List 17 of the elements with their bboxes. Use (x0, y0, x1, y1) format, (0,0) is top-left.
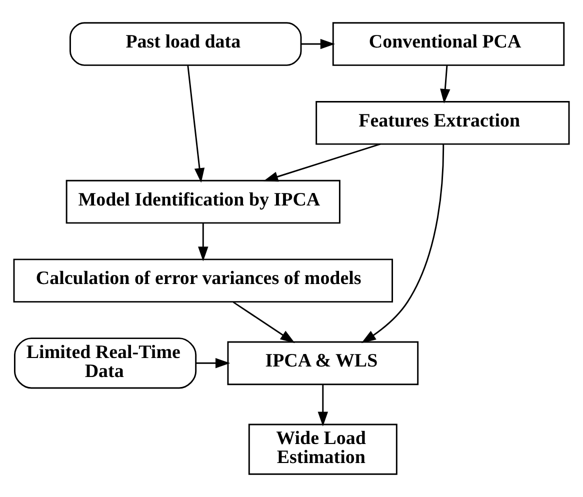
arrow (318, 384, 328, 426)
arrow (440, 65, 450, 104)
node-box: Model Identification by IPCA (66, 180, 340, 224)
node-box: Past load data (70, 22, 302, 66)
arrow (361, 144, 444, 344)
node-box: Conventional PCA (332, 22, 565, 66)
node-box: IPCA & WLS (227, 341, 419, 386)
node-box: Features Extraction (316, 100, 570, 145)
arrow (196, 358, 230, 368)
node-box: Wide Load Estimation (248, 424, 398, 475)
arrow (232, 302, 295, 344)
node-box: Limited Real-Time Data (14, 338, 197, 389)
arrow (198, 223, 208, 262)
arrow (263, 143, 381, 182)
arrow (301, 38, 336, 50)
arrow (187, 66, 205, 183)
node-box: Calculation of error variances of models (13, 258, 393, 303)
